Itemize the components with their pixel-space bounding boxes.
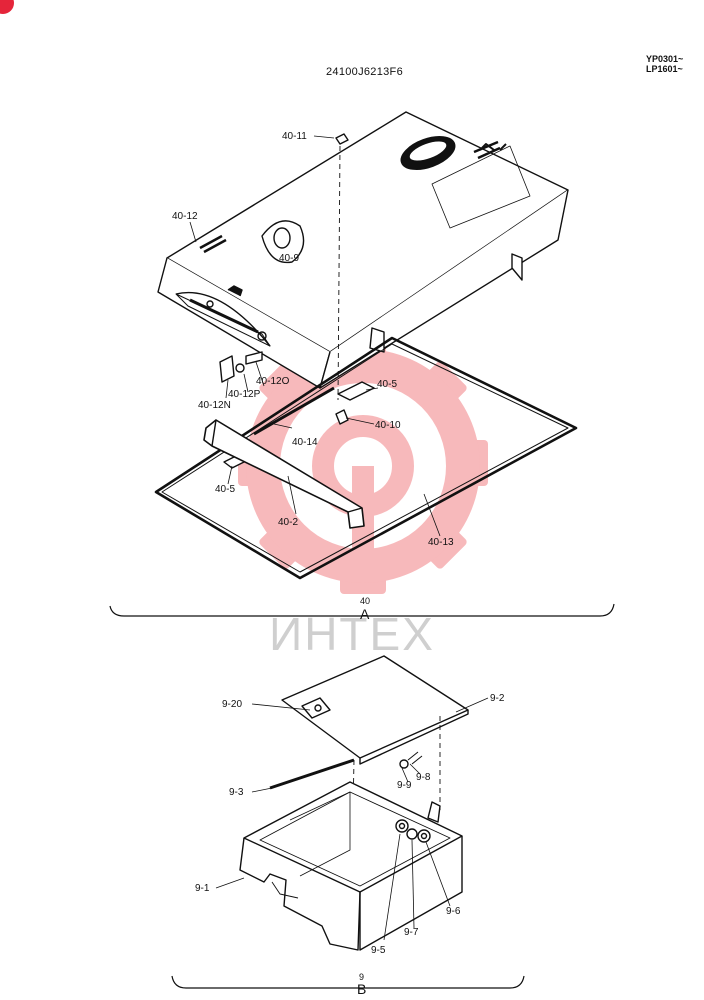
label-40-12n: 40-12N bbox=[198, 400, 231, 411]
label-40-13: 40-13 bbox=[428, 537, 454, 548]
label-9-9: 9-9 bbox=[397, 780, 412, 791]
group-a-bracket bbox=[109, 603, 615, 617]
label-9-2: 9-2 bbox=[490, 693, 505, 704]
label-9-20: 9-20 bbox=[222, 699, 243, 710]
group-b-letter: B bbox=[357, 981, 367, 997]
battery-box-lid bbox=[281, 655, 469, 759]
label-40-14: 40-14 bbox=[292, 437, 318, 448]
label-40-12o: 40-12O bbox=[256, 376, 290, 387]
label-40-9: 40-9 bbox=[279, 253, 300, 264]
label-9-5: 9-5 bbox=[371, 945, 386, 956]
label-9-6: 9-6 bbox=[446, 906, 461, 917]
seal-40-13 bbox=[154, 336, 578, 580]
document-code: 24100J6213F6 bbox=[326, 66, 403, 78]
serial-range-lp: LP1601~ bbox=[646, 64, 683, 74]
label-40-2: 40-2 bbox=[278, 517, 299, 528]
serial-range-yp: YP0301~ bbox=[646, 54, 684, 64]
label-9-7: 9-7 bbox=[404, 927, 419, 938]
group-b-number: 9 bbox=[359, 972, 365, 982]
group-b-bracket bbox=[171, 975, 525, 989]
watermark-text: ИНТЕХ bbox=[269, 608, 435, 660]
label-40-12p: 40-12P bbox=[228, 389, 261, 400]
label-40-5-top: 40-5 bbox=[377, 379, 398, 390]
group-a-number: 40 bbox=[360, 596, 371, 606]
label-9-3: 9-3 bbox=[229, 787, 244, 798]
label-40-12: 40-12 bbox=[172, 211, 198, 222]
label-9-1: 9-1 bbox=[195, 883, 210, 894]
label-40-5-bottom: 40-5 bbox=[215, 484, 236, 495]
label-40-11: 40-11 bbox=[282, 131, 307, 142]
corner-logo bbox=[0, 0, 14, 14]
label-40-10: 40-10 bbox=[375, 420, 401, 431]
group-a-drawing bbox=[109, 111, 615, 617]
label-9-8: 9-8 bbox=[416, 772, 431, 783]
group-a-letter: A bbox=[360, 606, 370, 622]
handle-40-2 bbox=[203, 419, 365, 529]
group-b-drawing bbox=[171, 655, 525, 989]
